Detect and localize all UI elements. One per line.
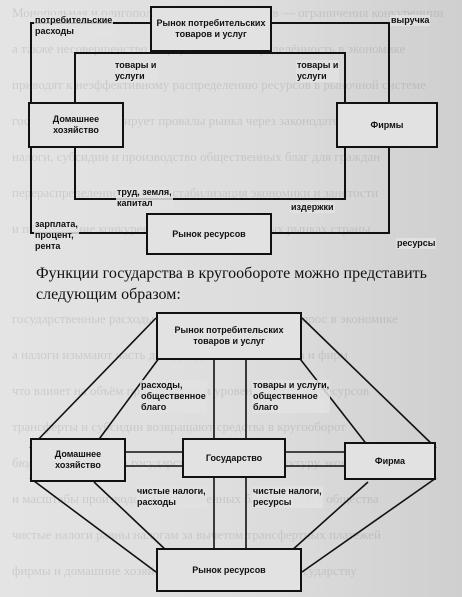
labor-land-capital-label: труд, земля, капитал	[116, 187, 173, 209]
edge-market-firm-outer	[301, 317, 437, 449]
edge-market-household-outer	[29, 317, 157, 449]
edge-firm-resources-inner	[289, 481, 369, 553]
income-label: зарплата, процент, рента	[34, 219, 79, 252]
edge-household-resources-outer	[29, 477, 157, 573]
market-goods-box: Рынок потребительских товаров и услуг	[150, 6, 272, 52]
consumer-spending-label: потребительские расходы	[34, 15, 114, 37]
household-box: Домашнее хозяйство	[28, 102, 124, 148]
resources-label: ресурсы	[396, 238, 437, 249]
net-taxes-spending-label: чистые налоги, расходы	[136, 486, 207, 508]
government-box: Государство	[182, 438, 286, 478]
revenue-label: выручка	[390, 15, 431, 26]
costs-label: издержки	[290, 202, 335, 213]
caption-text: Функции государства в кругообороте можно…	[36, 265, 427, 303]
goods-services-right-label: товары и услуги	[296, 60, 340, 82]
firms-box: Фирмы	[336, 102, 438, 148]
edge-household-resources-inner	[93, 481, 169, 553]
edge-market-household-inner	[93, 345, 169, 447]
edge-firm-resources-outer	[301, 477, 437, 573]
spending-public-good-label: расходы, общественное благо	[140, 380, 207, 413]
market-resources-box: Рынок ресурсов	[146, 213, 272, 255]
net-taxes-resources-label: чистые налоги, ресурсы	[252, 486, 323, 508]
firm-box: Фирма	[344, 442, 436, 480]
market-goods-box-2: Рынок потребительских товаров и услуг	[156, 312, 302, 360]
market-resources-box-2: Рынок ресурсов	[156, 548, 302, 592]
household-box-2: Домашнее хозяйство	[30, 438, 126, 482]
goods-services-public-good-label: товары и услуги, общественное благо	[252, 380, 331, 413]
goods-services-left-label: товары и услуги	[114, 60, 158, 82]
